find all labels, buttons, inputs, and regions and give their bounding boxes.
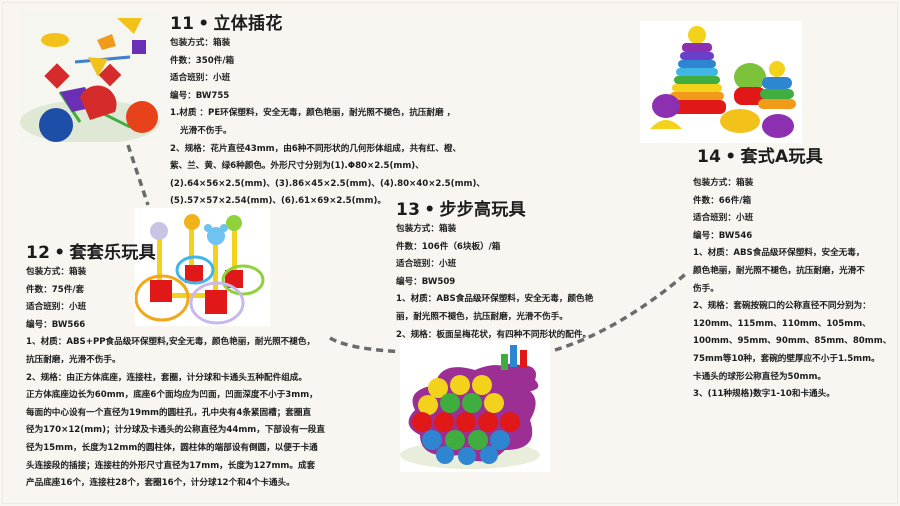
product-14-details: 包装方式：箱装 件数：66件/箱 适合班别：小班 编号：BW546 1、材质：A…	[693, 175, 891, 404]
product-code: 编号：BW546	[693, 230, 753, 241]
product-name: 立体插花	[213, 14, 283, 34]
packaging-info: 包装方式：箱装	[693, 178, 754, 188]
product-title: 11•立体插花	[170, 13, 485, 35]
description-line: 2、规格：由正方体底座，连接柱，套圈，计分球和卡通头五种配件组成。	[26, 372, 307, 383]
quantity-info: 件数：75件/套	[26, 284, 85, 295]
description-line: 75mm等10种，套碗的壁厚应不小于1.5mm。	[693, 353, 880, 364]
description-line: 卡通头的球形公称直径为50mm。	[693, 371, 826, 382]
description-line: 紫、兰、黄、绿6种颜色。外形尺寸分别为(1).Φ80×2.5(mm)、	[170, 161, 424, 172]
description-line: (2).64×56×2.5(mm)、(3).86×45×2.5(mm)、(4).…	[170, 178, 486, 189]
description-line: 颜色艳丽，耐光照不褪色，抗压耐磨，光滑不	[693, 265, 865, 276]
quantity-info: 件数：66件/箱	[693, 195, 752, 206]
product-name: 套式A玩具	[740, 147, 824, 167]
flower-building-blocks-icon	[20, 18, 160, 142]
class-info: 适合班别：小班	[693, 213, 754, 224]
product-code: 编号：BW509	[396, 276, 456, 287]
product-name: 套套乐玩具	[69, 243, 156, 263]
quantity-info: 件数：106件（6块板）/箱	[396, 241, 501, 252]
product-12: 12•套套乐玩具 包装方式：箱装 件数：75件/套 适合班别：小班 编号：BW5…	[26, 242, 325, 493]
product-number: 11	[170, 14, 195, 34]
description-line: 抗压耐磨，光滑不伤手。	[26, 354, 121, 365]
class-info: 适合班别：小班	[396, 259, 457, 270]
product-name: 步步高玩具	[439, 200, 526, 220]
product-13-photo	[400, 340, 550, 472]
description-line: 2、规格：套碗按碗口的公称直径不同分别为：	[693, 301, 871, 312]
class-info: 适合班别：小班	[26, 302, 87, 313]
description-line: 1、材质：ABS食品级环保塑料，安全无毒，颜色艳	[396, 294, 594, 305]
product-code: 编号：BW755	[170, 90, 230, 101]
description-line: 丽，耐光照不褪色，抗压耐磨，光滑不伤手。	[396, 311, 568, 322]
product-title: 13•步步高玩具	[396, 199, 593, 221]
description-line: 1.材质 ：PE环保塑料，安全无毒，颜色艳丽，耐光照不褪色，抗压耐磨 ，	[170, 108, 456, 119]
description-line: 径为170×12(mm)；计分球及卡通头的公称直径为44mm，下部设有一段直	[26, 425, 325, 436]
description-line: 2、规格：花片直径43mm，由6种不同形状的几何形体组成，共有红、橙、	[170, 143, 462, 154]
product-title: 14•套式A玩具	[697, 146, 823, 168]
class-info: 适合班别：小班	[170, 73, 231, 84]
description-line: 2、规格：板面呈梅花状，有四种不同形状的配件。	[396, 329, 592, 340]
description-line: 产品底座16个，连接柱28个，套圈16个，计分球12个和4个卡通头。	[26, 478, 295, 489]
product-12-photo	[135, 208, 270, 326]
product-title: 12•套套乐玩具	[26, 242, 325, 264]
bullet-separator: •	[424, 200, 436, 220]
description-line: 100mm、95mm、90mm、85mm、80mm、	[693, 336, 892, 347]
product-11-photo	[20, 12, 160, 142]
description-line: 1、材质：ABS+PP食品级环保塑料,安全无毒，颜色艳丽，耐光照不褪色，	[26, 337, 316, 348]
description-line: 120mm、115mm、110mm、105mm、	[693, 318, 871, 329]
description-line: 伤手。	[693, 283, 719, 294]
peg-board-stacking-toy-icon	[400, 345, 540, 469]
product-code: 编号：BW566	[26, 319, 86, 330]
description-line: 径为15mm，长度为12mm的圆柱体，圆柱体的端部设有倒圆，以便于卡通	[26, 442, 318, 453]
packaging-info: 包装方式：箱装	[26, 267, 87, 277]
description-line: 头连接段的插接；连接柱的外形尺寸直径为17mm，长度为127mm。成套	[26, 460, 316, 471]
product-13: 13•步步高玩具 包装方式：箱装 件数：106件（6块板）/箱 适合班别：小班 …	[396, 199, 593, 344]
description-line: 光滑不伤手。	[180, 125, 232, 136]
product-number: 14	[697, 147, 722, 167]
description-line: 1、材质：ABS食品级环保塑料，安全无毒，	[693, 248, 865, 259]
product-14-photo	[640, 21, 802, 143]
bullet-separator: •	[198, 14, 210, 34]
packaging-info: 包装方式：箱装	[396, 224, 457, 234]
product-11: 11•立体插花 包装方式：箱装 件数：350件/箱 适合班别：小班 编号：BW7…	[170, 13, 485, 211]
description-line: 每面的中心设有一个直径为19mm的圆柱孔，孔中央有4条紧固槽；套圈直	[26, 407, 312, 418]
product-number: 13	[396, 200, 421, 220]
description-line: 正方体底座边长为60mm，底座6个面均应为凹面，凹面深度不小于3mm，	[26, 390, 318, 401]
product-14: 14•套式A玩具	[697, 146, 823, 168]
packaging-info: 包装方式：箱装	[170, 38, 231, 48]
quantity-info: 件数：350件/箱	[170, 55, 235, 66]
bullet-separator: •	[725, 147, 737, 167]
description-line: 3、(11种规格)数字1-10和卡通头。	[693, 389, 835, 400]
bullet-separator: •	[54, 243, 66, 263]
stacking-cups-toy-icon	[650, 26, 796, 138]
product-number: 12	[26, 243, 51, 263]
ring-toss-toy-icon	[135, 214, 265, 325]
description-line: (5).57×57×2.54(mm)、(6).61×69×2.5(mm)。	[170, 196, 386, 207]
